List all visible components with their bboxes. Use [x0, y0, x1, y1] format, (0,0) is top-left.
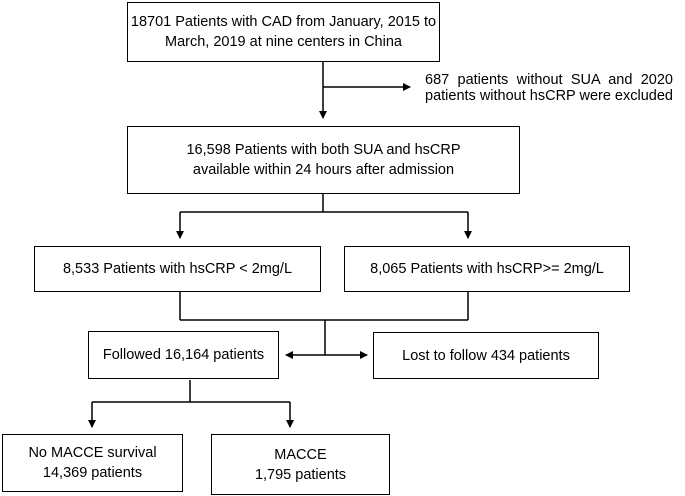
exclusion-note: 687 patients without SUA and 2020 patien…: [425, 72, 673, 104]
enrollment-text: 18701 Patients with CAD from January, 20…: [130, 14, 437, 50]
macce-box: MACCE 1,795 patients: [211, 434, 390, 495]
followed-text: Followed 16,164 patients: [102, 347, 265, 363]
high-hscrp-box: 8,065 Patients with hsCRP>= 2mg/L: [344, 246, 630, 292]
lost-text: Lost to follow 434 patients: [402, 347, 570, 364]
high-hscrp-text: 8,065 Patients with hsCRP>= 2mg/L: [370, 261, 604, 277]
no-macce-box: No MACCE survival 14,369 patients: [2, 434, 183, 492]
available-box: 16,598 Patients with both SUA and hsCRP …: [127, 126, 520, 194]
enrollment-box: 18701 Patients with CAD from January, 20…: [127, 2, 440, 62]
low-hscrp-box: 8,533 Patients with hsCRP < 2mg/L: [34, 246, 321, 292]
no-macce-text: No MACCE survival 14,369 patients: [28, 445, 157, 481]
low-hscrp-text: 8,533 Patients with hsCRP < 2mg/L: [62, 261, 293, 277]
lost-box: Lost to follow 434 patients: [373, 332, 599, 379]
macce-text: MACCE 1,795 patients: [254, 446, 347, 483]
available-text: 16,598 Patients with both SUA and hsCRP …: [186, 142, 461, 178]
followed-box: Followed 16,164 patients: [88, 331, 279, 379]
